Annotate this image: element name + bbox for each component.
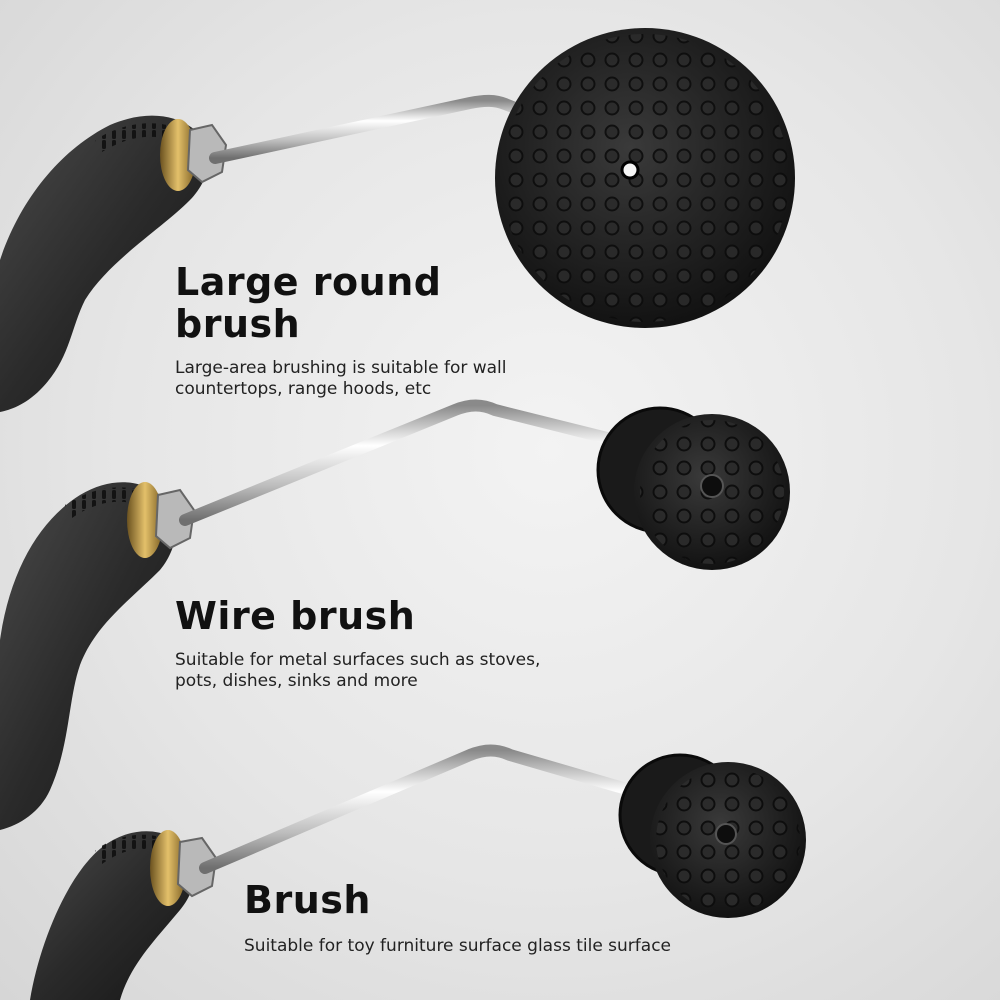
large-round-brush-title: Large round brush xyxy=(175,260,442,346)
large-round-brush-image xyxy=(0,28,795,413)
brass-collar xyxy=(160,119,196,191)
wire-brush-description: Suitable for metal surfaces such as stov… xyxy=(175,650,595,693)
wire-brush-image xyxy=(0,399,790,830)
description-line: pots, dishes, sinks and more xyxy=(175,671,418,692)
metal-rod xyxy=(179,399,621,526)
bristle-brush-image xyxy=(30,744,806,1000)
hex-nut xyxy=(154,488,196,550)
brush-title: Brush xyxy=(244,878,371,922)
hex-nut xyxy=(176,836,218,898)
handle xyxy=(0,115,210,413)
brass-collar xyxy=(127,482,163,558)
large-round-brush-section: Large round brush Large-area brushing is… xyxy=(175,260,555,401)
brass-collar xyxy=(150,830,186,906)
brush-center xyxy=(715,823,737,845)
large-round-brush-description: Large-area brushing is suitable for wall… xyxy=(175,358,555,401)
wire-brush-title: Wire brush xyxy=(175,594,416,638)
hex-nut xyxy=(186,123,228,184)
handle xyxy=(0,482,177,830)
description-line: Suitable for toy furniture surface glass… xyxy=(244,935,672,956)
description-line: countertops, range hoods, etc xyxy=(175,378,432,399)
description-line: Suitable for metal surfaces such as stov… xyxy=(175,649,541,670)
metal-rod xyxy=(209,94,551,164)
round-brush-center xyxy=(620,160,640,180)
wire-brush-center xyxy=(700,474,724,498)
brush-description: Suitable for toy furniture surface glass… xyxy=(244,936,844,957)
description-line: Large-area brushing is suitable for wall xyxy=(175,357,507,378)
brush-section: Brush Suitable for toy furniture surface… xyxy=(244,878,844,957)
round-brush-bristles xyxy=(501,34,789,322)
wire-brush-section: Wire brush Suitable for metal surfaces s… xyxy=(175,594,595,693)
metal-rod xyxy=(199,744,636,874)
